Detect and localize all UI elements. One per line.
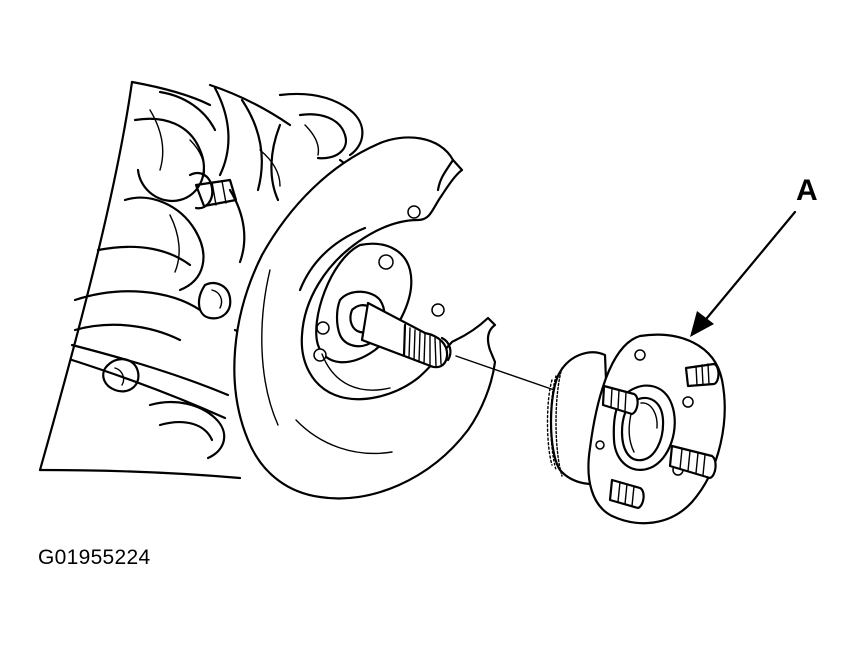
wheel-hub-bearing-assembly [546, 333, 726, 525]
axle-spindle [335, 290, 452, 369]
callout-arrow [690, 210, 797, 337]
figure-id: G01955224 [38, 546, 151, 569]
callout-label-a: A [796, 174, 818, 207]
alignment-line [455, 355, 561, 393]
suspension-knuckle [38, 80, 364, 480]
